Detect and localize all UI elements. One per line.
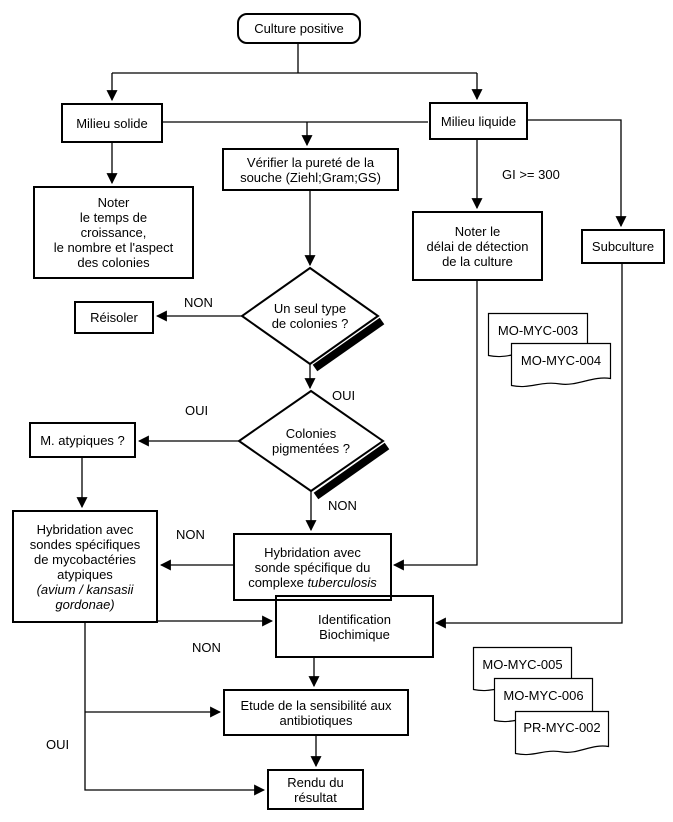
document-label-mo-myc-003: MO-MYC-003: [497, 323, 579, 338]
label-oui-bottom: OUI: [46, 737, 70, 752]
diamond2-shadow: [313, 442, 390, 500]
document-shape-mo-myc-004: [510, 342, 612, 388]
label-non-identification: NON: [192, 640, 221, 655]
node-culture-positive: Culture positive: [237, 13, 361, 44]
label-gi-threshold: GI >= 300: [502, 167, 560, 182]
hyb-tb-line3: complexe tuberculosis: [248, 575, 377, 590]
hyb-atypiques-text: Hybridation avec sondes spécifiques de m…: [29, 521, 141, 582]
label-oui-matypiques: OUI: [185, 403, 209, 418]
hyb-tb-text: Hybridation avec sonde spécifique du: [254, 544, 371, 575]
node-rendu-resultat: Rendu du résultat: [267, 769, 364, 810]
node-noter-temps: Noter le temps de croissance, le nombre …: [33, 186, 194, 279]
diamond1-shadow: [312, 317, 385, 372]
edge-liquide-to-subculture: [528, 119, 627, 228]
label-non-diamond2: NON: [328, 498, 357, 513]
node-hyb-tuberculosis: Hybridation avec sonde spécifique du com…: [233, 533, 392, 601]
document-label-pr-myc-002: PR-MYC-002: [523, 720, 601, 735]
node-identification: Identification Biochimique: [275, 595, 434, 658]
document-label-mo-myc-005: MO-MYC-005: [482, 657, 563, 672]
hyb-atypiques-species: (avium / kansasii gordonae): [36, 581, 134, 612]
diamond-colonies-pigmentees: [237, 389, 385, 493]
hyb-tb-species: tuberculosis: [307, 574, 377, 590]
node-milieu-liquide: Milieu liquide: [429, 102, 528, 140]
node-reisoler: Réisoler: [74, 301, 154, 334]
document-label-mo-myc-006: MO-MYC-006: [503, 688, 584, 703]
label-non-hyb-atyp: NON: [176, 527, 205, 542]
node-milieu-solide: Milieu solide: [61, 103, 163, 143]
diamond-un-seul-type: [240, 266, 380, 366]
edge-noter-delai-to-hyb-tb: [392, 281, 478, 571]
node-subculture: Subculture: [581, 229, 665, 264]
hyb-tb-complexe: complexe: [248, 574, 308, 590]
node-m-atypiques: M. atypiques ?: [29, 422, 136, 458]
node-etude-sensibilite: Etude de la sensibilité aux antibiotique…: [223, 689, 409, 736]
document-label-mo-myc-004: MO-MYC-004: [520, 353, 602, 368]
node-hyb-atypiques: Hybridation avec sondes spécifiques de m…: [12, 510, 158, 623]
label-oui-diamond1: OUI: [332, 388, 356, 403]
edge-hyb-atyp-oui-rendu: [84, 622, 266, 796]
node-verifier-purete: Vérifier la pureté de la souche (Ziehl;G…: [222, 148, 399, 191]
node-noter-delai: Noter le délai de détection de la cultur…: [412, 211, 543, 281]
label-non-reisoler: NON: [184, 295, 213, 310]
diamond-colonies-pigmentees-label: Colonies pigmentées ?: [271, 426, 351, 456]
diamond-un-seul-type-label: Un seul type de colonies ?: [271, 301, 349, 331]
document-shape-pr-myc-002: [514, 710, 610, 756]
edge-subculture-to-identification: [434, 264, 623, 629]
